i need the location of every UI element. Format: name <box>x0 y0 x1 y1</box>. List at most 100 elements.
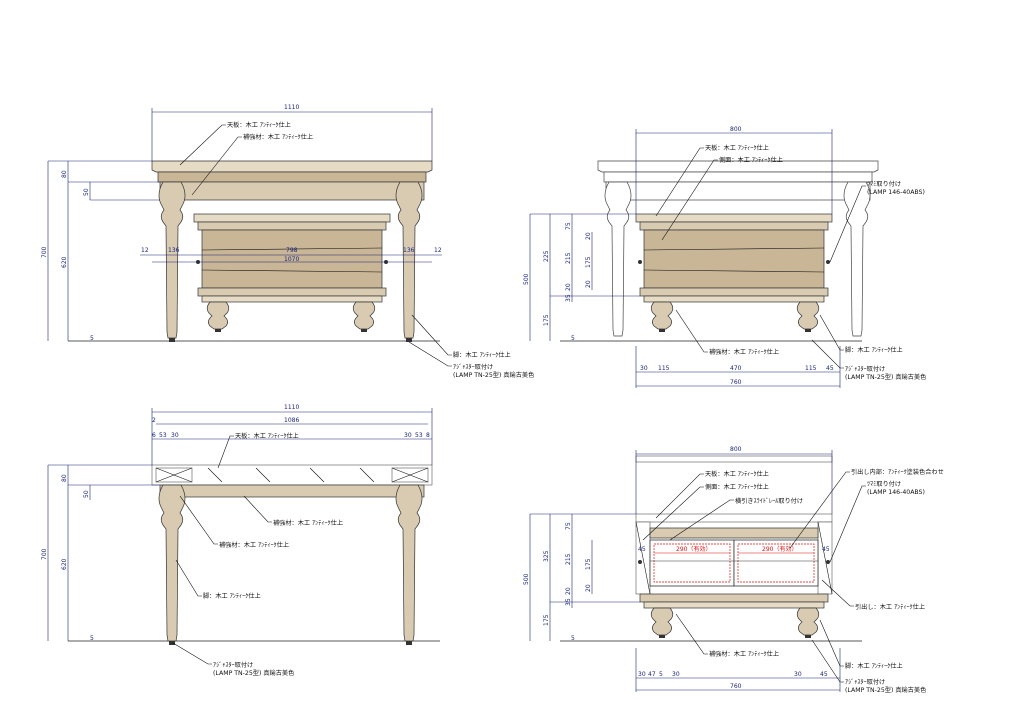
dim-ss-175-inner: 175 <box>585 558 592 570</box>
note-ss-slide-rail: 横引きｽﾗｲﾄﾞﾚｰﾙ取り付け <box>735 497 803 505</box>
note-side-panel: 側面：木工 ｱﾝﾃｨｰｸ仕上 <box>719 156 783 164</box>
dim-fs-700: 700 <box>41 548 48 560</box>
note-fs-reinforcement-b: 補強材：木工 ｱﾝﾃｨｰｸ仕上 <box>219 541 289 549</box>
dim-side-75: 75 <box>565 222 572 230</box>
dim-fs-50: 50 <box>83 490 90 498</box>
dim-side-215: 215 <box>565 252 572 264</box>
dim-fs-1110: 1110 <box>284 404 299 411</box>
dim-front-798: 798 <box>286 247 298 254</box>
dim-side-175-inner: 175 <box>585 256 592 268</box>
dim-fs-right-8: 8 <box>426 432 430 439</box>
dim-front-1110: 1110 <box>284 104 299 111</box>
dim-front-136-left: 136 <box>168 247 180 254</box>
dim-fs-left-6: 6 <box>152 432 156 439</box>
note-ss-reinforcement: 補強材：木工 ｱﾝﾃｨｰｸ仕上 <box>709 650 779 658</box>
side-elevation-view: 800 500 225 175 75 215 20 35 175 20 20 5… <box>523 126 926 388</box>
note-ss-drawer: 引出し：木工 ｱﾝﾃｨｰｸ仕上 <box>855 603 925 611</box>
note-ss-adjuster: ｱｼﾞｬｽﾀｰ取付け <box>845 678 885 686</box>
note-front-reinforcement: 補強材：木工 ｱﾝﾃｨｰｸ仕上 <box>243 133 313 141</box>
dim-front-700: 700 <box>41 246 48 258</box>
dim-ss-b30b: 30 <box>672 671 680 678</box>
dim-side-5: 5 <box>571 335 575 342</box>
note-side-leg: 脚：木工 ｱﾝﾃｨｰｸ仕上 <box>845 346 903 354</box>
note-front-top: 天板：木工 ｱﾝﾃｨｰｸ仕上 <box>227 121 291 129</box>
dim-fs-1086: 1086 <box>284 417 299 424</box>
dim-fs-620: 620 <box>61 558 68 570</box>
note-ss-top: 天板：木工 ｱﾝﾃｨｰｸ仕上 <box>705 470 769 478</box>
note-fs-adjuster: ｱｼﾞｬｽﾀｰ取付け <box>213 661 253 669</box>
dim-side-175: 175 <box>543 314 550 326</box>
note-fs-leg: 脚：木工 ｱﾝﾃｨｰｸ仕上 <box>203 592 261 600</box>
dim-ss-760: 760 <box>730 683 742 690</box>
note-side-adjuster: ｱｼﾞｬｽﾀｰ取付け <box>845 365 885 373</box>
front-section-view: 1110 1086 2 6 53 30 30 53 8 700 620 80 5… <box>41 404 440 677</box>
note-front-adjuster-model: (LAMP TN-25型) 真鍮古美色 <box>453 371 534 379</box>
dim-ss-20a: 20 <box>565 587 572 595</box>
dim-ss-b47: 47 <box>648 671 656 678</box>
dim-ss-500: 500 <box>523 573 530 585</box>
note-side-knob: ﾂﾏﾐ取り付け <box>867 180 901 188</box>
dim-ss-b45: 45 <box>820 671 828 678</box>
note-side-adjuster-model: (LAMP TN-25型) 真鍮古美色 <box>845 373 926 381</box>
dim-side-225: 225 <box>543 250 550 262</box>
dim-front-80: 80 <box>61 170 68 178</box>
dim-side-800: 800 <box>730 126 742 133</box>
dim-side-760: 760 <box>730 379 742 386</box>
dim-ss-45-left: 45 <box>638 546 646 553</box>
dim-ss-215: 215 <box>565 553 572 565</box>
dim-ss-drawer-left: 290（有効） <box>676 545 711 553</box>
dim-fs-right-30: 30 <box>404 432 412 439</box>
dim-side-470: 470 <box>730 365 742 372</box>
note-ss-drawer-inside: 引出し内部：ｱﾝﾃｨｰｸ塗装色合わせ <box>851 468 944 476</box>
dim-fs-right-53: 53 <box>415 432 423 439</box>
dim-side-20a: 20 <box>565 283 572 291</box>
note-ss-adjuster-model: (LAMP TN-25型) 真鍮古美色 <box>845 686 926 694</box>
dim-side-20-side: 20 <box>585 232 592 240</box>
dim-side-115b: 115 <box>805 365 817 372</box>
dim-front-5: 5 <box>90 335 94 342</box>
note-fs-adjuster-model: (LAMP TN-25型) 真鍮古美色 <box>213 669 294 677</box>
dim-fs-5: 5 <box>90 635 94 642</box>
note-ss-knob-model: (LAMP 146-40ABS) <box>867 489 925 496</box>
dim-front-136-right: 136 <box>403 247 415 254</box>
dim-side-45: 45 <box>826 365 834 372</box>
dim-ss-325: 325 <box>543 550 550 562</box>
dim-ss-175: 175 <box>543 614 550 626</box>
dim-front-12-left: 12 <box>141 247 149 254</box>
note-side-reinforcement: 補強材：木工 ｱﾝﾃｨｰｸ仕上 <box>709 348 779 356</box>
dim-side-115a: 115 <box>658 365 670 372</box>
note-front-adjuster: ｱｼﾞｬｽﾀｰ取付け <box>453 363 493 371</box>
dim-fs-left-30: 30 <box>171 432 179 439</box>
dim-ss-75: 75 <box>565 522 572 530</box>
dim-side-30: 30 <box>640 365 648 372</box>
dim-ss-800: 800 <box>730 446 742 453</box>
dim-front-12-right: 12 <box>434 247 442 254</box>
dim-ss-drawer-right: 290（有効） <box>762 545 797 553</box>
dim-front-620: 620 <box>61 256 68 268</box>
note-side-top: 天板：木工 ｱﾝﾃｨｰｸ仕上 <box>705 144 769 152</box>
front-elevation-view: 1110 700 620 80 50 5 12 136 798 136 12 1… <box>41 104 534 379</box>
dim-front-1070: 1070 <box>284 256 299 263</box>
note-ss-side-panel: 側面：木工 ｱﾝﾃｨｰｸ仕上 <box>705 483 769 491</box>
dim-front-50: 50 <box>83 188 90 196</box>
dim-ss-b5: 5 <box>659 671 663 678</box>
note-ss-leg: 脚：木工 ｱﾝﾃｨｰｸ仕上 <box>845 662 903 670</box>
dim-fs-left-2: 2 <box>152 417 156 424</box>
dim-fs-left-53: 53 <box>159 432 167 439</box>
note-front-leg: 脚：木工 ｱﾝﾃｨｰｸ仕上 <box>453 351 511 359</box>
note-ss-knob: ﾂﾏﾐ取り付け <box>867 480 901 488</box>
dim-side-500: 500 <box>523 273 530 285</box>
dim-side-35: 35 <box>565 294 572 302</box>
dim-ss-20b: 20 <box>585 584 592 592</box>
dim-ss-45-right: 45 <box>822 546 830 553</box>
note-side-knob-model: (LAMP 146-40ABS) <box>867 189 925 196</box>
dim-ss-b30a: 30 <box>638 671 646 678</box>
side-section-view: 800 500 325 175 75 215 20 35 175 20 5 45… <box>523 446 944 694</box>
dim-ss-5: 5 <box>571 635 575 642</box>
dim-fs-80: 80 <box>61 474 68 482</box>
note-fs-top: 天板：木工 ｱﾝﾃｨｰｸ仕上 <box>235 432 299 440</box>
dim-side-20b: 20 <box>585 280 592 288</box>
note-fs-reinforcement-a: 補強材：木工 ｱﾝﾃｨｰｸ仕上 <box>273 519 343 527</box>
dim-ss-b30c: 30 <box>794 671 802 678</box>
